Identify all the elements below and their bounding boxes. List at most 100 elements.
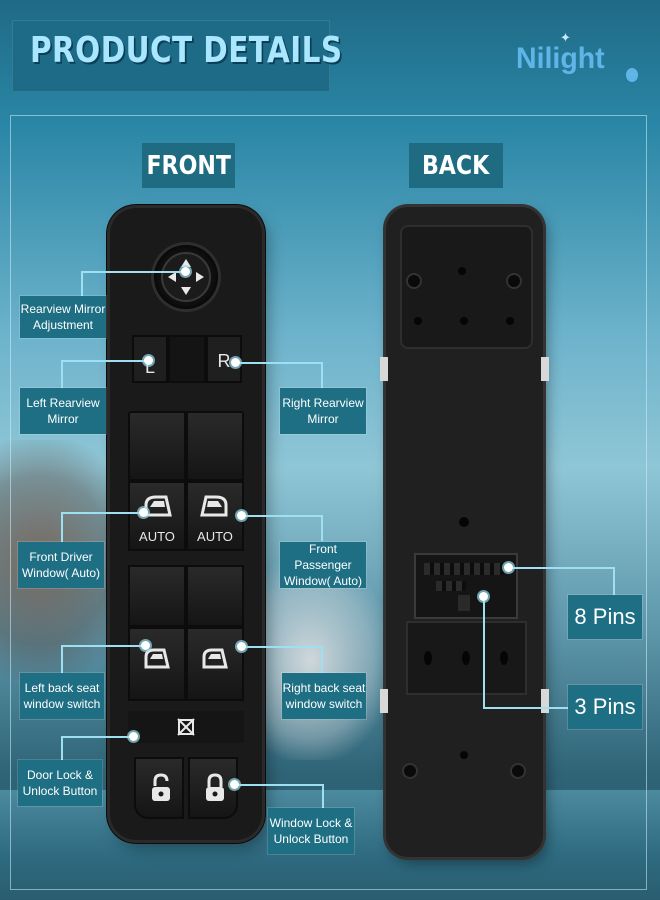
leader-line [241, 646, 323, 648]
leader-line [321, 646, 323, 674]
front-tag-label: FRONT [146, 150, 231, 181]
back-screw-right [508, 275, 520, 287]
callout-window-lock: Window Lock & Unlock Button [268, 808, 354, 854]
leader-line [61, 736, 133, 738]
callout-text: Front Driver Window( Auto) [21, 550, 101, 580]
callout-text: Right Rearview Mirror [282, 396, 364, 426]
back-hole [459, 517, 469, 527]
leader-dot [504, 563, 513, 572]
callout-door-lock: Door Lock & Unlock Button [18, 760, 102, 806]
side-clip-left [380, 689, 388, 713]
leader-line [61, 512, 144, 514]
leader-line [61, 360, 148, 362]
leader-dot [144, 356, 153, 365]
leader-dot [479, 592, 488, 601]
window-auto-icon [200, 495, 228, 517]
back-hole [500, 651, 508, 665]
back-hole [460, 751, 468, 759]
window-icon [144, 648, 170, 669]
leader-dot [129, 732, 138, 741]
leader-line [61, 360, 63, 388]
leader-line [61, 645, 145, 647]
back-tag-label: BACK [422, 150, 490, 181]
callout-text: Front Passenger Window( Auto) [283, 542, 363, 588]
left-mirror-key-label: L [144, 357, 155, 377]
callout-text: Left back seat window switch [23, 681, 101, 711]
back-lower-plate [406, 621, 527, 695]
connector-latch [458, 595, 470, 611]
child-lock-strip [128, 711, 244, 743]
back-hole [414, 317, 422, 325]
back-hole [460, 317, 468, 325]
leader-dot [181, 267, 190, 276]
callout-8-pins: 8 Pins [568, 595, 642, 639]
callout-text: Rearview Mirror Adjustment [20, 302, 106, 332]
leader-line [321, 362, 323, 388]
leader-line [235, 362, 323, 364]
front-passenger-auto-label: AUTO [197, 529, 233, 544]
callout-left-back: Left back seat window switch [20, 673, 104, 719]
leader-line [241, 515, 323, 517]
switch-back-view [380, 207, 549, 857]
left-back-window-switch [128, 627, 186, 701]
leader-dot [237, 511, 246, 520]
right-back-switch-top [186, 565, 244, 627]
mirror-joystick-icon [161, 252, 211, 302]
front-passenger-window-switch: AUTO [186, 481, 244, 551]
brand-dot-icon [626, 68, 638, 82]
front-tag: FRONT [142, 143, 235, 188]
callout-text: 8 Pins [574, 604, 636, 629]
leader-line [234, 784, 324, 786]
leader-line [61, 645, 63, 673]
leader-line [81, 271, 83, 296]
leader-line [322, 784, 324, 808]
brand-logo: Nilight [516, 42, 605, 75]
back-hole [424, 651, 432, 665]
back-screw-right [512, 765, 524, 777]
back-hole [506, 317, 514, 325]
callout-front-driver: Front Driver Window( Auto) [18, 542, 104, 588]
callout-3-pins: 3 Pins [568, 685, 642, 729]
callout-right-back: Right back seat window switch [282, 673, 366, 719]
page-title: PRODUCT DETAILS [30, 30, 343, 71]
leader-line [508, 567, 615, 569]
back-hole [462, 651, 470, 665]
side-clip-right [541, 357, 549, 381]
side-clip-left [380, 357, 388, 381]
leader-line [483, 707, 568, 709]
back-screw-left [404, 765, 416, 777]
callout-left-mirror: Left Rearview Mirror [20, 388, 106, 434]
connector-pins-row-small [436, 581, 466, 591]
leader-line [61, 736, 63, 760]
leader-line [321, 515, 323, 541]
leader-dot [141, 641, 150, 650]
front-driver-window-switch: AUTO [128, 481, 186, 551]
right-back-window-switch [186, 627, 244, 701]
mirror-joystick [154, 245, 218, 309]
leader-line [613, 567, 615, 595]
window-auto-icon [144, 495, 172, 517]
left-back-switch-top [128, 565, 186, 627]
back-upper-plate [400, 225, 533, 349]
leader-dot [231, 358, 240, 367]
callout-text: 3 Pins [574, 694, 636, 719]
window-lock-button [188, 757, 238, 819]
front-driver-switch-top [128, 411, 186, 481]
front-passenger-switch-top [186, 411, 244, 481]
callout-rearview-mirror: Rearview Mirror Adjustment [20, 296, 106, 338]
back-hole [458, 267, 466, 275]
leader-dot [237, 642, 246, 651]
child-lock-crossed-icon [177, 718, 195, 736]
callout-text: Door Lock & Unlock Button [22, 768, 98, 798]
header-band [12, 20, 330, 92]
content-frame [10, 115, 647, 890]
connector-housing [414, 553, 518, 619]
callout-text: Window Lock & Unlock Button [269, 816, 353, 846]
door-lock-button [134, 757, 184, 819]
callout-front-passenger: Front Passenger Window( Auto) [280, 542, 366, 588]
leader-line [483, 596, 485, 708]
callout-right-mirror: Right Rearview Mirror [280, 388, 366, 434]
sparkle-icon: ✦ [560, 30, 571, 45]
callout-text: Left Rearview Mirror [26, 396, 100, 426]
